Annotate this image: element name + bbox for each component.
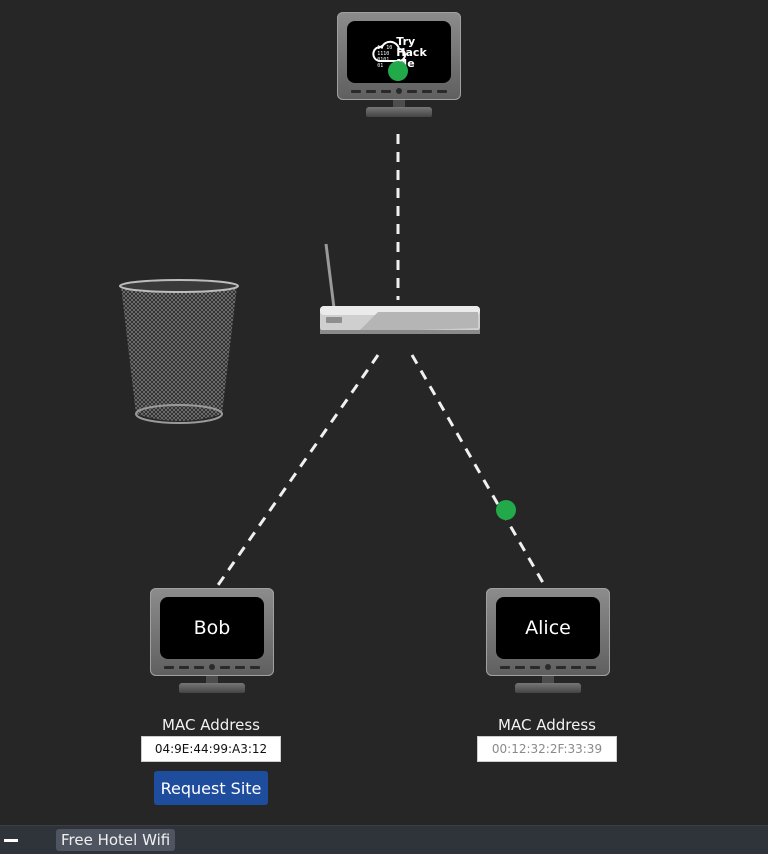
- cloud-icon: [372, 40, 407, 62]
- link-router-bob: [214, 354, 380, 589]
- alice-mac-input[interactable]: [477, 736, 617, 762]
- alice-monitor: Alice: [486, 588, 610, 696]
- taskbar: Free Hotel Wifi: [0, 825, 768, 854]
- network-links: [214, 134, 548, 589]
- taskbar-window-item[interactable]: Free Hotel Wifi: [56, 829, 176, 851]
- bob-monitor: Bob: [150, 588, 274, 696]
- bob-mac-label: MAC Address: [162, 716, 260, 734]
- request-site-button[interactable]: Request Site: [154, 771, 268, 805]
- bob-name: Bob: [160, 597, 264, 659]
- router-icon: [320, 243, 480, 334]
- network-canvas: 10 10 1110 0101 01 Try Hack Me: [118, 12, 617, 805]
- alice-mac-label: MAC Address: [498, 716, 596, 734]
- alice-name: Alice: [496, 597, 600, 659]
- tryhackme-logo: 10 10 1110 0101 01 Try Hack Me: [371, 35, 427, 69]
- link-router-alice: [410, 354, 548, 589]
- packet-dot-server: [388, 61, 408, 81]
- packet-dot-alice-link: [496, 500, 516, 520]
- minimize-icon[interactable]: [4, 839, 18, 842]
- bob-mac-input[interactable]: [141, 736, 281, 762]
- trash-bin-icon[interactable]: [118, 278, 240, 428]
